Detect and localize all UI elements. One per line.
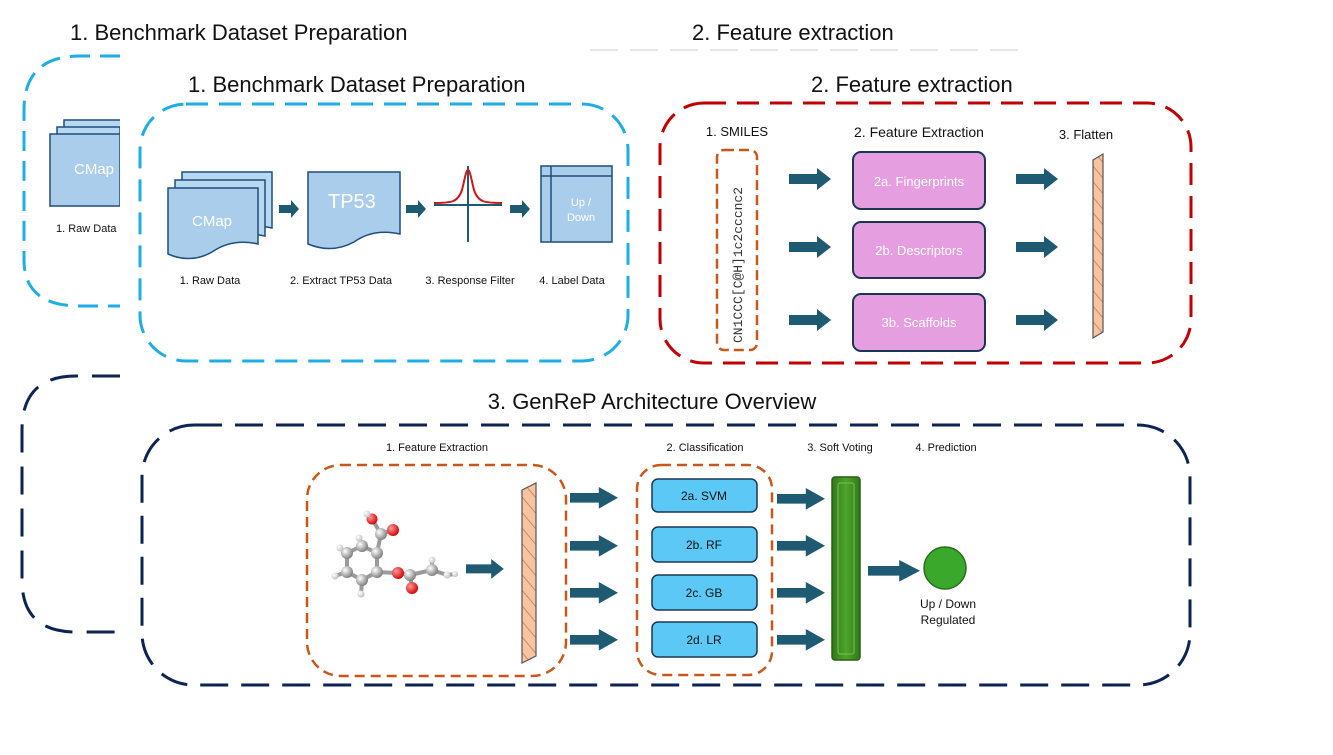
panel-feature-extraction: 2. Feature extraction 1. SMILES 2. Featu… — [658, 72, 1193, 365]
column-feature-extraction-label: 2. Feature Extraction — [854, 124, 984, 140]
svg-text:3b. Scaffolds: 3b. Scaffolds — [882, 315, 957, 330]
molecule-atoms — [331, 510, 458, 598]
column-soft-voting: 3. Soft Voting — [807, 442, 872, 454]
caption-extract-tp53: 2. Extract TP53 Data — [290, 275, 393, 287]
soft-voting-bar — [831, 476, 861, 661]
ghost-title-2: 2. Feature extraction — [692, 20, 894, 45]
response-filter-plot — [433, 166, 503, 242]
smiles-box — [715, 148, 759, 352]
prediction-label-line-2: Regulated — [921, 613, 976, 627]
panel-3-title: 3. GenReP Architecture Overview — [488, 389, 817, 414]
svg-text:2a. Fingerprints: 2a. Fingerprints — [874, 174, 965, 189]
caption-label-data: 4. Label Data — [539, 275, 605, 287]
updown-line-1: Up / — [571, 197, 592, 209]
ghost-raw-data: 1. Raw Data — [56, 223, 117, 235]
label-data-table: Up / Down — [540, 165, 613, 243]
prediction-label-line-1: Up / Down — [920, 597, 976, 611]
tp53-document: TP53 — [307, 171, 401, 250]
feature-box-fingerprints: 2a. Fingerprints — [852, 151, 986, 210]
classifier-svm: 2a. SVM — [651, 478, 758, 513]
panel-1-title: 1. Benchmark Dataset Preparation — [188, 72, 526, 97]
svg-text:2b. Descriptors: 2b. Descriptors — [875, 243, 963, 258]
ghost-panel-1-border — [22, 54, 120, 308]
ghost-cmap-label: CMap — [74, 161, 114, 178]
caption-raw-data: 1. Raw Data — [180, 275, 241, 287]
smiles-string: CN1CCC[C@H]1c2cccnc2 — [731, 187, 746, 343]
tp53-label: TP53 — [328, 191, 376, 213]
feature-box-descriptors: 2b. Descriptors — [852, 221, 986, 279]
updown-line-2: Down — [567, 212, 595, 224]
feature-box-scaffolds: 3b. Scaffolds — [852, 293, 986, 352]
prediction-node — [923, 546, 967, 590]
ghost-title-1: 1. Benchmark Dataset Preparation — [70, 20, 408, 45]
ghost-cmap-stack: CMap — [49, 119, 125, 207]
classifier-gb: 2c. GB — [651, 574, 758, 611]
classifier-rf: 2b. RF — [651, 526, 758, 563]
cmap-label: CMap — [192, 213, 232, 230]
svg-text:2b. RF: 2b. RF — [686, 538, 722, 552]
column-smiles-label: 1. SMILES — [706, 124, 768, 139]
ghost-panel-3-border — [20, 374, 120, 634]
column-flatten-label: 3. Flatten — [1059, 127, 1113, 142]
svg-text:2a. SVM: 2a. SVM — [681, 489, 727, 503]
column-feature-extraction: 1. Feature Extraction — [386, 442, 488, 454]
panel-2-title: 2. Feature extraction — [811, 72, 1013, 97]
svg-text:2d. LR: 2d. LR — [686, 633, 722, 647]
classifier-lr: 2d. LR — [651, 621, 758, 658]
panel-architecture-overview: 3. GenReP Architecture Overview 1. Featu… — [140, 389, 1192, 687]
column-classification: 2. Classification — [666, 442, 743, 454]
cmap-document-stack: CMap — [167, 171, 273, 260]
column-prediction: 4. Prediction — [915, 442, 976, 454]
panel-dataset-preparation: 1. Benchmark Dataset Preparation CMap TP… — [138, 72, 630, 363]
flatten-vector — [1092, 152, 1104, 340]
feature-vector — [521, 482, 537, 664]
caption-response-filter: 3. Response Filter — [425, 275, 515, 287]
svg-text:2c. GB: 2c. GB — [686, 586, 723, 600]
